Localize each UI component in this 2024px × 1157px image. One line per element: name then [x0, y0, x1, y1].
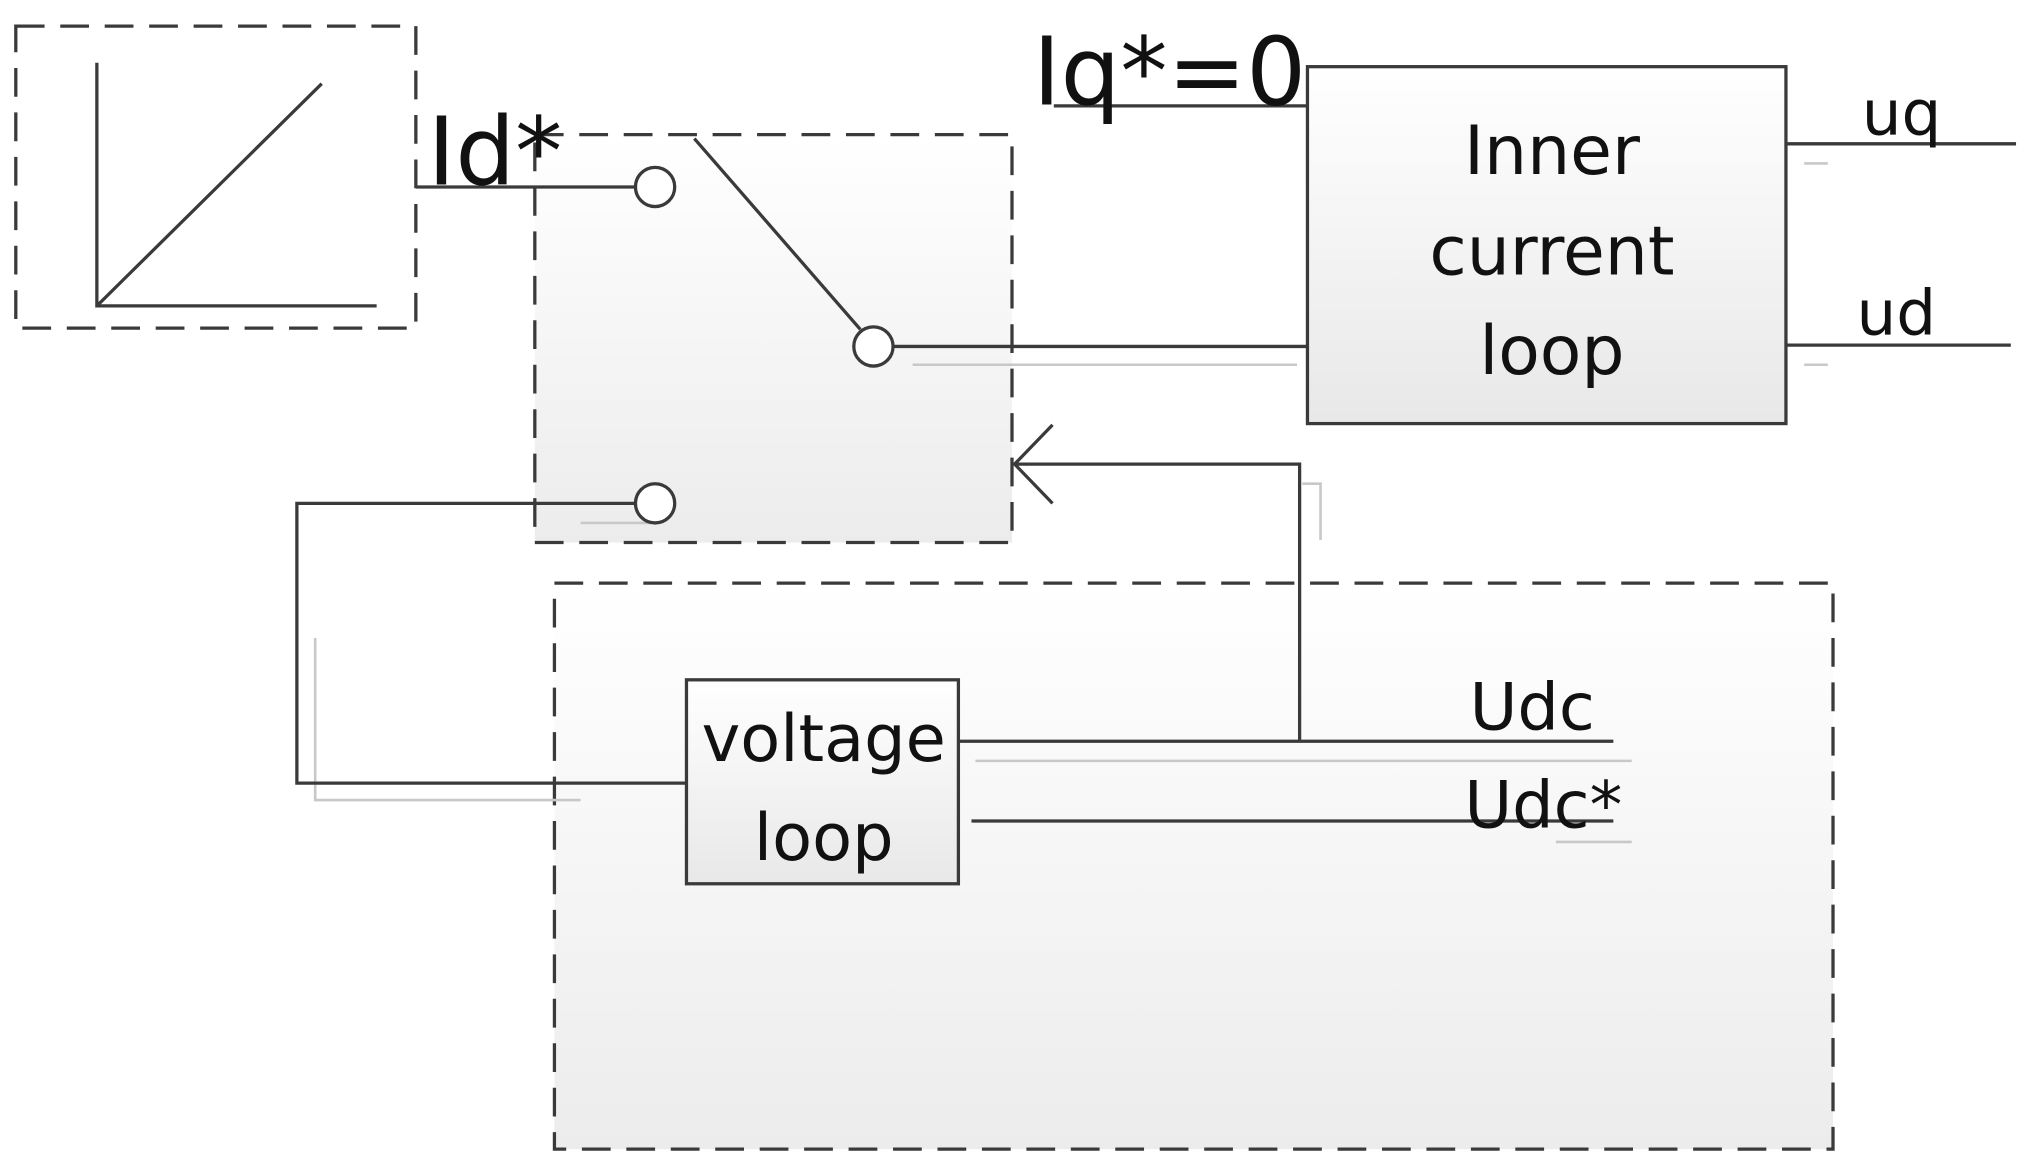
ramp-generator-icon: [95, 62, 377, 308]
switch-contact-common: [852, 325, 895, 368]
signal-lines: [295, 104, 2017, 823]
switch-blade: [693, 137, 862, 331]
switch-contact-top: [633, 165, 677, 209]
control-arrow-icon: [1012, 423, 1054, 505]
udc-label: Udc: [1470, 669, 1595, 745]
ud-label: ud: [1857, 277, 1937, 350]
selector-switch-icon: [633, 137, 895, 525]
voltage-loop-label-line2: loop: [754, 800, 894, 876]
inner-current-loop-block: Inner current loop: [1305, 65, 1788, 426]
id-ref-label: Id*: [428, 98, 563, 207]
voltage-loop-label-line1: voltage: [702, 701, 946, 777]
inner-loop-label-line3: loop: [1479, 312, 1624, 391]
voltage-loop-feedback-line: [295, 501, 687, 785]
selector-switch-block: [533, 133, 1014, 545]
ramp-generator-block: [14, 24, 418, 330]
iq-ref-label: Iq*=0: [1033, 19, 1306, 128]
uq-label: uq: [1862, 77, 1942, 150]
udc-ref-label: Udc*: [1464, 768, 1622, 844]
voltage-loop-block: voltage loop: [684, 678, 961, 886]
udc-branch-line: [1014, 462, 1302, 742]
inner-loop-label-line1: Inner: [1464, 112, 1640, 191]
inner-loop-label-line2: current: [1429, 213, 1674, 292]
switch-contact-bottom: [633, 482, 677, 525]
